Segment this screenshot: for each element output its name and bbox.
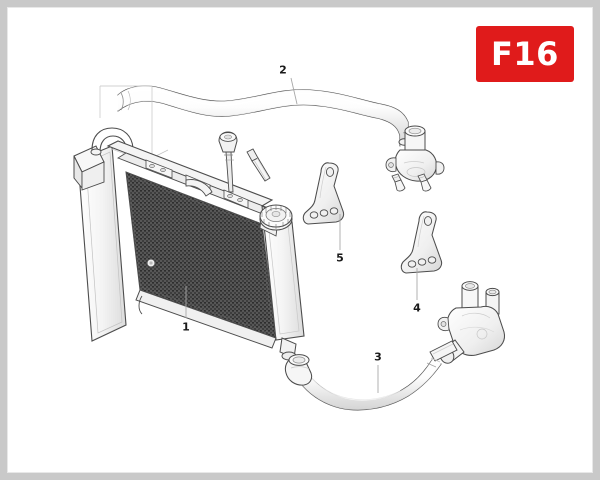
figure-badge: F16 bbox=[476, 26, 574, 82]
callout-label-3: 3 bbox=[374, 350, 382, 364]
part-upper-radiator-hose bbox=[117, 85, 412, 147]
part-thermostat-valve-body bbox=[385, 125, 445, 182]
figure-badge-label: F16 bbox=[491, 35, 559, 73]
part-lower-radiator-hose bbox=[284, 354, 442, 411]
callout-label-1: 1 bbox=[182, 320, 190, 334]
leader-2 bbox=[290, 77, 298, 105]
part-screw-small-right bbox=[417, 173, 432, 192]
part-bleed-screw bbox=[218, 131, 238, 193]
part-hex-bolt bbox=[246, 148, 271, 182]
callout-label-5: 5 bbox=[336, 251, 344, 265]
part-screw-small-left bbox=[391, 173, 406, 192]
part-radiator-filler-cap bbox=[259, 204, 293, 237]
part-bracket-right bbox=[400, 211, 443, 274]
hose-to-housing-connector bbox=[429, 340, 458, 362]
callout-leader-lines bbox=[185, 77, 418, 393]
callout-label-4: 4 bbox=[413, 301, 421, 315]
part-bracket-left bbox=[302, 162, 345, 225]
callout-label-2: 2 bbox=[279, 63, 287, 77]
